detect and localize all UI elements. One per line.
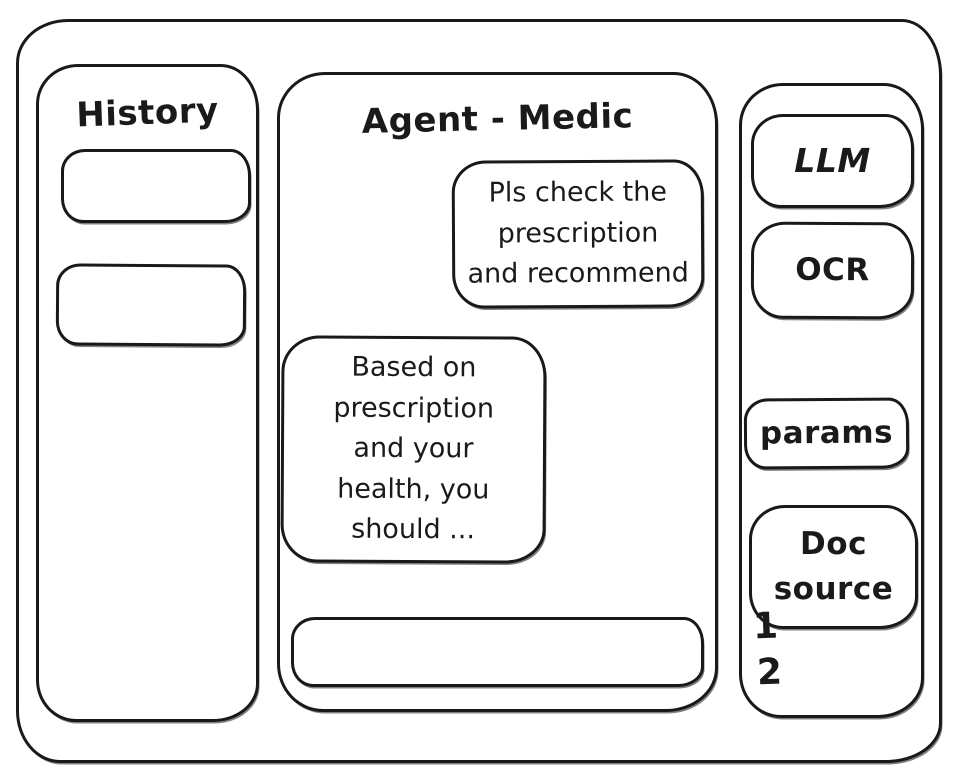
llm-button[interactable]: LLM xyxy=(751,114,914,208)
chat-title: Agent - Medic xyxy=(361,96,634,142)
user-message-bubble: Pls check the prescription and recommend xyxy=(451,159,705,309)
assistant-message-bubble: Based on prescription and your health, y… xyxy=(280,335,547,564)
doc-source-button[interactable]: Doc source xyxy=(749,505,918,629)
doc-source-item[interactable]: 1 xyxy=(752,605,779,648)
history-title: History xyxy=(75,90,220,136)
doc-source-item[interactable]: 2 xyxy=(756,651,783,694)
ocr-button[interactable]: OCR xyxy=(750,221,915,320)
chat-input[interactable] xyxy=(291,617,704,687)
history-item[interactable] xyxy=(55,263,247,347)
history-item[interactable] xyxy=(61,149,251,223)
params-button[interactable]: params xyxy=(743,397,910,470)
